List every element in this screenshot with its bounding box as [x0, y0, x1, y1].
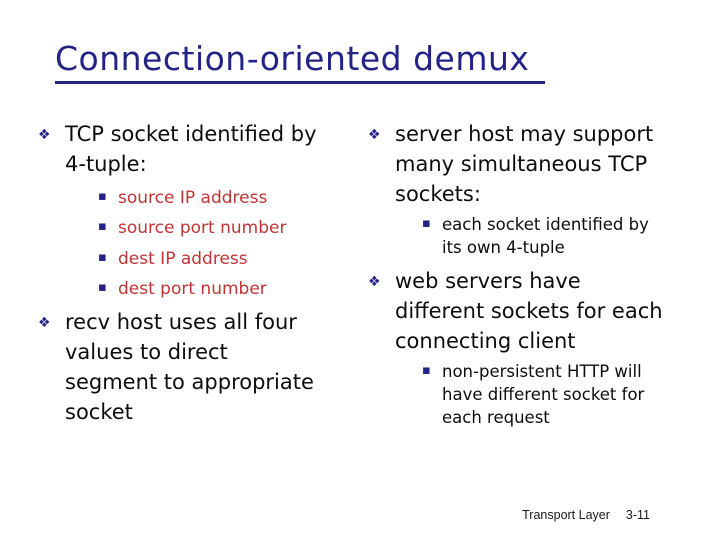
title-block: Connection-oriented demux: [55, 40, 546, 84]
bullet-item: ❖ recv host uses all four values to direc…: [38, 308, 368, 427]
diamond-bullet-icon: ❖: [38, 315, 51, 332]
bullet-text: source IP address: [118, 187, 268, 208]
sub-bullet-item: ▪ non-persistent HTTP will have different…: [422, 361, 712, 429]
slide-footer: Transport Layer 3-11: [522, 508, 650, 522]
bullet-text: server host may support many simultaneou…: [395, 122, 654, 206]
bullet-item: ❖ web servers have different sockets for …: [368, 267, 712, 356]
bullet-text: each socket identified by its own 4-tupl…: [442, 215, 649, 258]
diamond-bullet-icon: ❖: [38, 127, 51, 143]
bullet-text: web servers have different sockets for e…: [395, 268, 663, 353]
square-bullet-icon: ▪: [98, 188, 107, 204]
bullet-text: recv host uses all four values to direct…: [65, 310, 314, 424]
left-column: ❖ TCP socket identified by 4-tuple: ▪ sourc…: [38, 120, 368, 437]
square-bullet-icon: ▪: [422, 216, 431, 232]
diamond-bullet-icon: ❖: [368, 273, 381, 290]
square-bullet-icon: ▪: [422, 363, 431, 379]
square-bullet-icon: ▪: [98, 279, 107, 295]
bullet-text: dest IP address: [118, 248, 248, 269]
bullet-text: TCP socket identified by 4-tuple:: [65, 122, 317, 176]
sub-bullet-item: ▪ dest port number: [98, 278, 368, 301]
sub-bullet-item: ▪ source IP address: [98, 187, 368, 210]
bullet-item: ❖ server host may support many simultaneo…: [368, 120, 712, 209]
bullet-item: ❖ TCP socket identified by 4-tuple:: [38, 120, 368, 180]
bullet-text: non-persistent HTTP will have different …: [442, 362, 645, 427]
page-title: Connection-oriented demux: [55, 40, 546, 84]
sub-bullet-item: ▪ each socket identified by its own 4-tup…: [422, 214, 712, 260]
bullet-text: source port number: [118, 218, 287, 239]
square-bullet-icon: ▪: [98, 249, 107, 265]
slide-body: ❖ TCP socket identified by 4-tuple: ▪ sourc…: [38, 120, 712, 437]
diamond-bullet-icon: ❖: [368, 127, 381, 143]
sub-bullet-item: ▪ source port number: [98, 217, 368, 240]
sub-bullet-item: ▪ dest IP address: [98, 248, 368, 271]
footer-page-number: 3-11: [625, 508, 650, 522]
right-column: ❖ server host may support many simultaneo…: [368, 120, 712, 437]
square-bullet-icon: ▪: [98, 219, 107, 235]
footer-section-label: Transport Layer: [522, 508, 610, 522]
bullet-text: dest port number: [118, 278, 267, 299]
